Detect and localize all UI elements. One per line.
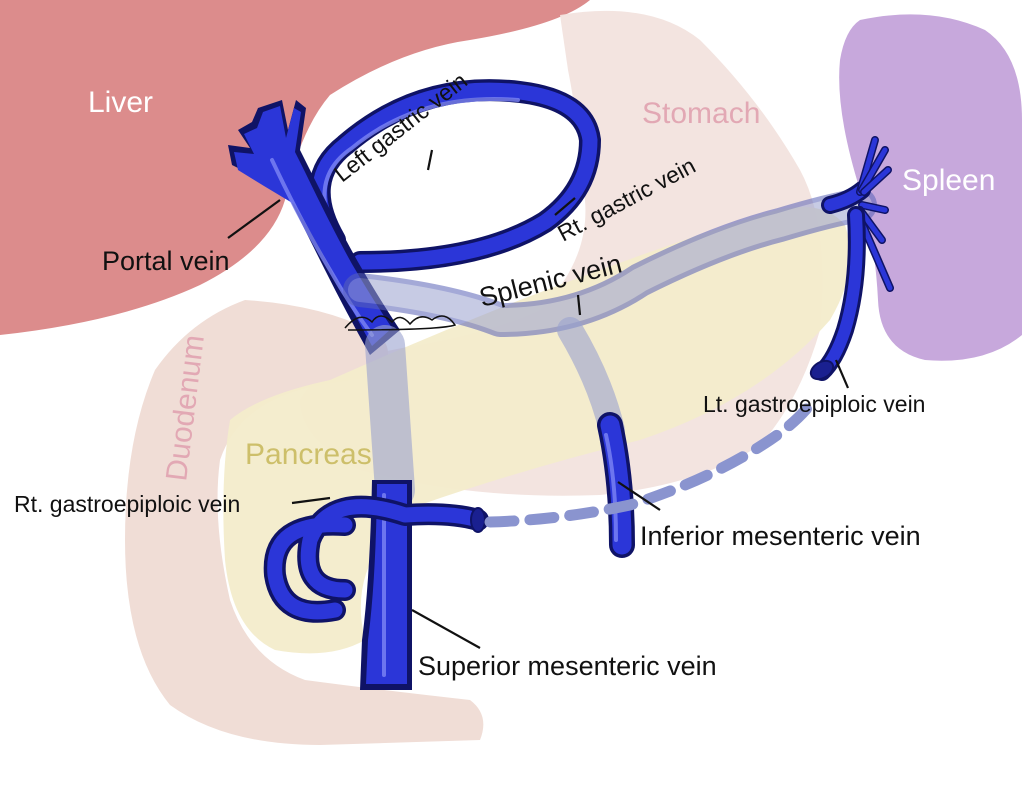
- superior-mesenteric-vein-label: Superior mesenteric vein: [418, 651, 717, 681]
- superior-mesenteric-vein-leader: [411, 609, 481, 649]
- splenic-vein: [343, 188, 877, 337]
- rt-gastroepiploic-vein: [263, 495, 489, 623]
- gastroepiploic-arcade-dashed: [484, 392, 821, 528]
- spleen-label: Spleen: [902, 164, 995, 197]
- inferior-mesenteric-vein-label: Inferior mesenteric vein: [640, 521, 921, 551]
- lt-gastroepiploic-vein-leader: [834, 359, 850, 389]
- lt-gastroepiploic-vein-label: Lt. gastroepiploic vein: [703, 391, 925, 417]
- liver-shape: [0, 0, 590, 335]
- rt-gastroepiploic-vein-label: Rt. gastroepiploic vein: [14, 491, 240, 517]
- left-gastric-vein-leader: [426, 149, 434, 171]
- inferior-mesenteric-vein-leader: [617, 481, 661, 511]
- left-gastric-vein: [308, 79, 601, 273]
- liver-label: Liver: [88, 86, 153, 119]
- stomach-label: Stomach: [642, 97, 760, 130]
- duodenum-shape: [125, 300, 484, 745]
- rt-gastric-vein-leader: [554, 197, 576, 216]
- artist-signature: [344, 315, 457, 331]
- portal-vein-leader: [227, 199, 281, 239]
- pancreas-label: Pancreas: [245, 438, 372, 471]
- rt-gastroepiploic-vein-leader: [291, 496, 331, 505]
- superior-mesenteric-vein: [360, 325, 415, 690]
- splenic-vein-leader: [576, 294, 582, 316]
- veins-group: [228, 79, 894, 690]
- portal-vein-label: Portal vein: [102, 246, 230, 276]
- lt-gastroepiploic-vein: [809, 206, 866, 381]
- lt-gastroepiploic-vein-end: [809, 359, 835, 381]
- rt-gastroepiploic-vein-end: [470, 507, 486, 533]
